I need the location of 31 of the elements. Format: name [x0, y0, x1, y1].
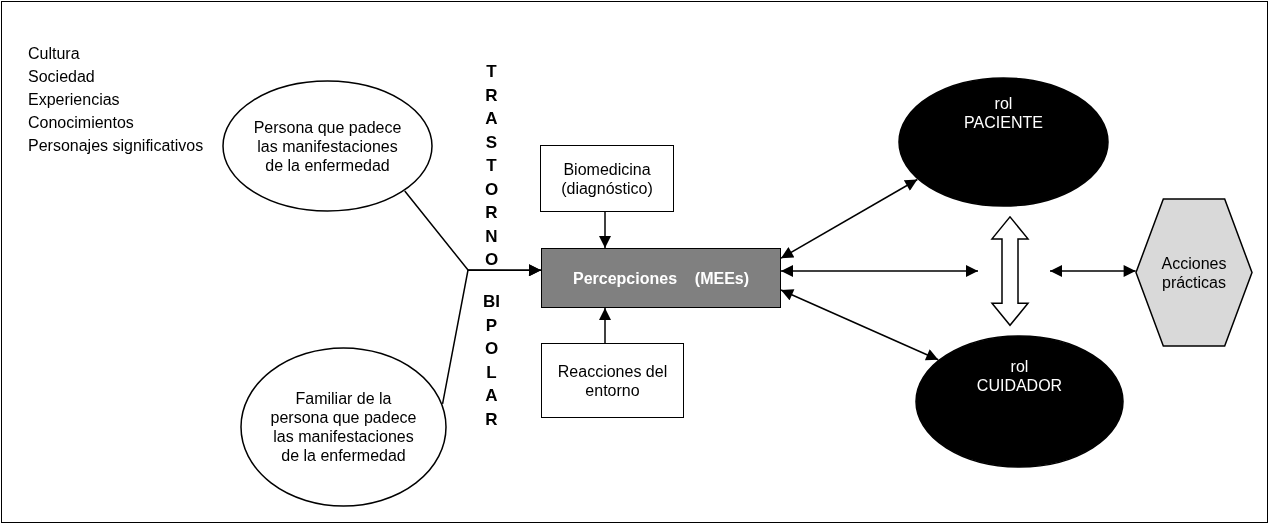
arrow — [1049, 265, 1137, 277]
ellipse-node — [222, 80, 433, 212]
node-label: Reacciones del entorno — [556, 361, 669, 400]
factor-label: Experiencias — [28, 90, 120, 109]
factor-label: Sociedad — [28, 67, 95, 86]
arrow — [780, 265, 979, 277]
arrow — [599, 307, 611, 344]
role-ellipse — [915, 335, 1124, 468]
vertical-title: BIPOLAR — [483, 291, 500, 431]
arrow — [599, 211, 611, 249]
process-box — [540, 145, 674, 212]
process-box — [541, 343, 684, 418]
arrow — [780, 289, 939, 361]
factor-label: Personajes significativos — [28, 136, 204, 155]
node-label: Familiar de la persona que padece las manifestaciones de la enfermedad — [270, 389, 417, 465]
hexagon-node — [1135, 198, 1253, 347]
role-ellipse — [898, 77, 1109, 207]
factor-label: Conocimientos — [28, 113, 134, 132]
factor-label: Cultura — [28, 44, 80, 63]
node-label: Percepciones (MEEs) — [572, 268, 750, 288]
node-label: rol CUIDADOR — [975, 357, 1064, 395]
node-label: Acciones prácticas — [1160, 253, 1228, 292]
node-label: rol PACIENTE — [963, 94, 1044, 132]
node-label: Persona que padece las manifestaciones de la enfermedad — [252, 117, 403, 175]
node-label: Biomedicina (diagnóstico) — [560, 159, 654, 198]
vertical-title: TRASTORNO — [483, 61, 500, 271]
central-box — [541, 248, 781, 308]
arrow — [441, 264, 542, 405]
ellipse-node — [240, 347, 447, 507]
hollow-double-arrow — [990, 215, 1030, 327]
arrow — [780, 178, 919, 259]
